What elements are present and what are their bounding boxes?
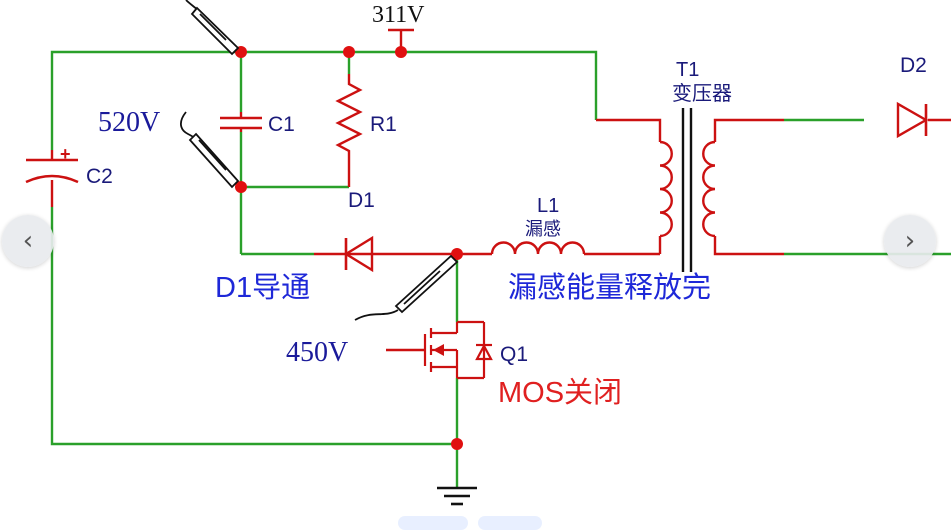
top-rail-wire	[50, 50, 598, 150]
q1-mosfet	[423, 320, 493, 380]
c2-plus-sign: +	[60, 144, 71, 164]
junction-dot	[395, 46, 407, 58]
label-c1: C1	[268, 113, 295, 136]
label-r1: R1	[370, 113, 397, 136]
labels: 311V 520V 450V C1 R1 D1 C2 L1 漏感 T1 变压器 …	[86, 2, 927, 409]
c1-capacitor	[220, 116, 262, 130]
junction-dot	[343, 46, 355, 58]
red-wires	[50, 28, 951, 352]
bottom-control-left[interactable]	[398, 516, 468, 530]
label-d2: D2	[900, 54, 927, 77]
t1-primary-coil	[659, 140, 673, 238]
label-d1: D1	[348, 189, 375, 212]
label-q1: Q1	[500, 343, 528, 366]
t1-secondary-coil	[702, 140, 716, 238]
bottom-control-right[interactable]	[478, 516, 542, 530]
ground-symbol	[437, 486, 477, 506]
primary-top-wire	[596, 118, 662, 142]
green-wires	[50, 50, 951, 488]
junction-dots	[235, 46, 463, 450]
chevron-right-icon: ›	[904, 226, 916, 256]
c2-capacitor: +	[25, 144, 79, 184]
next-image-button[interactable]: ›	[884, 215, 936, 267]
label-311v: 311V	[372, 2, 425, 28]
label-t1-sub: 变压器	[672, 82, 732, 105]
chevron-left-icon: ‹	[22, 226, 34, 256]
label-520v: 520V	[98, 107, 160, 138]
label-l1: L1	[537, 195, 559, 217]
probe-top	[185, 0, 240, 56]
label-450v: 450V	[286, 337, 348, 368]
secondary-top-wire	[713, 118, 784, 142]
annotation-d1-conducting: D1导通	[215, 272, 310, 304]
annotation-mos-off: MOS关闭	[498, 376, 622, 409]
bottom-rail-wire	[50, 207, 457, 446]
label-t1: T1	[676, 59, 699, 81]
probes	[180, 0, 459, 321]
label-l1-sub: 漏感	[525, 219, 561, 239]
d1-diode	[343, 235, 374, 273]
label-c2: C2	[86, 165, 113, 188]
secondary-bottom-wire	[713, 236, 784, 256]
junction-dot	[235, 181, 247, 193]
l1-inductor	[490, 241, 586, 255]
probe-450v	[354, 254, 459, 321]
d2-diode	[896, 101, 929, 139]
probe-520v	[180, 111, 240, 189]
junction-dot	[451, 248, 463, 260]
junction-dot	[451, 438, 463, 450]
prev-image-button[interactable]: ‹	[2, 215, 54, 267]
t1-transformer	[659, 108, 716, 272]
r1-resistor	[335, 74, 363, 156]
annotation-leakage-released: 漏感能量释放完	[508, 271, 711, 304]
